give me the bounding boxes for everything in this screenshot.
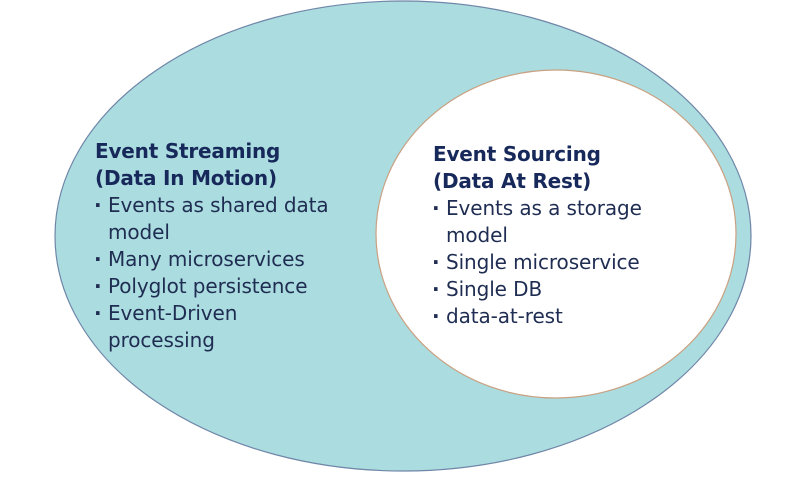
event-sourcing-title-line1: Event Sourcing bbox=[433, 142, 601, 166]
event-streaming-title-line2: (Data In Motion) bbox=[95, 166, 277, 190]
event-sourcing-title-line2: (Data At Rest) bbox=[433, 169, 592, 193]
list-item: Many microservices bbox=[94, 246, 365, 273]
event-sourcing-list: Events as a storage model Single microse… bbox=[432, 195, 683, 330]
event-sourcing-title: Event Sourcing (Data At Rest) bbox=[433, 141, 683, 195]
event-streaming-title: Event Streaming (Data In Motion) bbox=[95, 138, 365, 192]
list-item: Polyglot persistence bbox=[94, 273, 365, 300]
list-item: Events as shared data model bbox=[94, 192, 365, 246]
list-item: Event-Driven processing bbox=[94, 300, 258, 354]
event-sourcing-section: Event Sourcing (Data At Rest) Events as … bbox=[432, 141, 683, 330]
event-streaming-title-line1: Event Streaming bbox=[95, 139, 281, 163]
event-streaming-section: Event Streaming (Data In Motion) Events … bbox=[94, 138, 365, 354]
list-item: data-at-rest bbox=[432, 303, 683, 330]
list-item: Single microservice bbox=[432, 249, 683, 276]
list-item: Events as a storage model bbox=[432, 195, 681, 249]
event-streaming-list: Events as shared data model Many microse… bbox=[94, 192, 365, 354]
list-item: Single DB bbox=[432, 276, 683, 303]
